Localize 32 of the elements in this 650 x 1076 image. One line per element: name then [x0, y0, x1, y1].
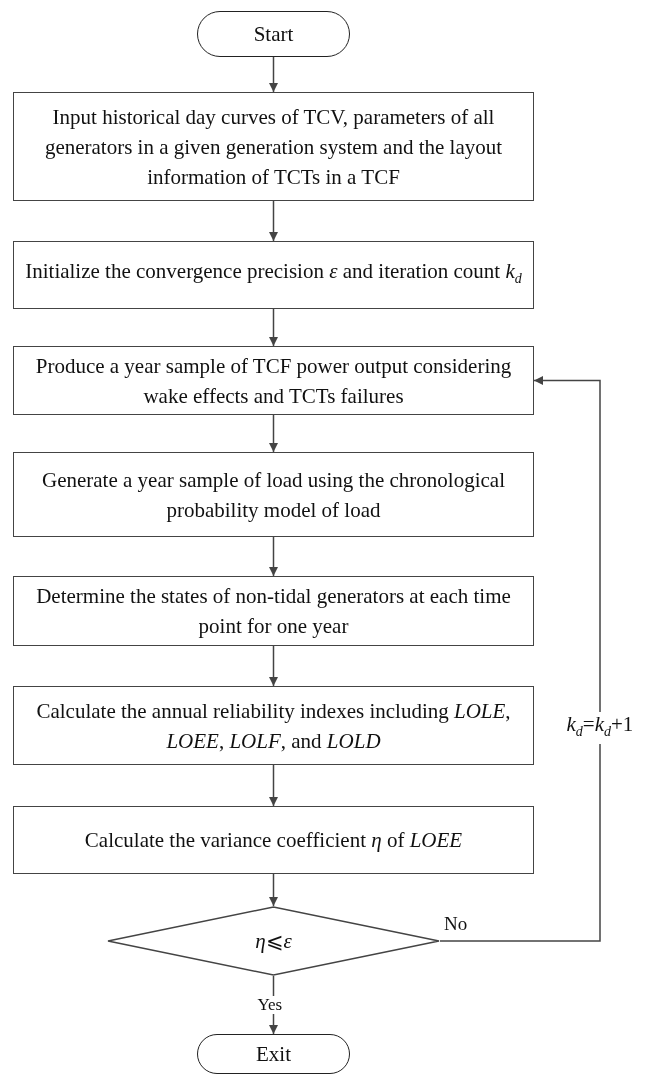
edge-label: No: [444, 915, 468, 933]
process-box: [13, 346, 534, 415]
arrow: [269, 56, 278, 93]
arrow: [269, 414, 278, 453]
process-box: [13, 576, 534, 646]
arrow: [269, 764, 278, 807]
arrow: [269, 645, 278, 687]
step-text: Produce a year sample of TCF power output considering wake effects and TCTs failures: [34, 352, 513, 410]
terminal-shape: [197, 1034, 350, 1074]
process-box: [13, 452, 534, 537]
terminal-shape: [197, 11, 350, 57]
process-box: [13, 92, 534, 201]
step-text: η⩽ε: [254, 928, 293, 955]
step-text: Calculate the annual reliability indexes including LOLE, LOEE, LOLF, and LOLD: [35, 697, 512, 755]
loop-label: k$_{d}$=k$_{d}$+1: [566, 712, 634, 745]
process-box: [13, 686, 534, 765]
decision-diamond: [107, 906, 440, 976]
step-text: Input historical day curves of TCV, parameters of all generators in a given generation system and the layout information of TCTs in a TCF: [43, 103, 504, 191]
step-text: Calculate the variance coefficient η of LOEE: [83, 827, 464, 854]
arrow: [269, 536, 278, 577]
step-text: Generate a year sample of load using the chronological probability model of load: [41, 466, 506, 524]
arrow: [439, 376, 601, 942]
step-text: Start: [252, 21, 295, 48]
step-text: Initialize the convergence precision ε and iteration count k$_{d}$: [24, 257, 523, 289]
step-text: Determine the states of non-tidal generators at each time point for one year: [35, 583, 512, 640]
step-text: Exit: [255, 1041, 292, 1068]
arrow: [269, 873, 278, 907]
edge-label: Yes: [257, 996, 283, 1014]
process-box: [13, 241, 534, 309]
arrow: [269, 200, 278, 242]
arrow: [269, 308, 278, 347]
process-box: [13, 806, 534, 874]
